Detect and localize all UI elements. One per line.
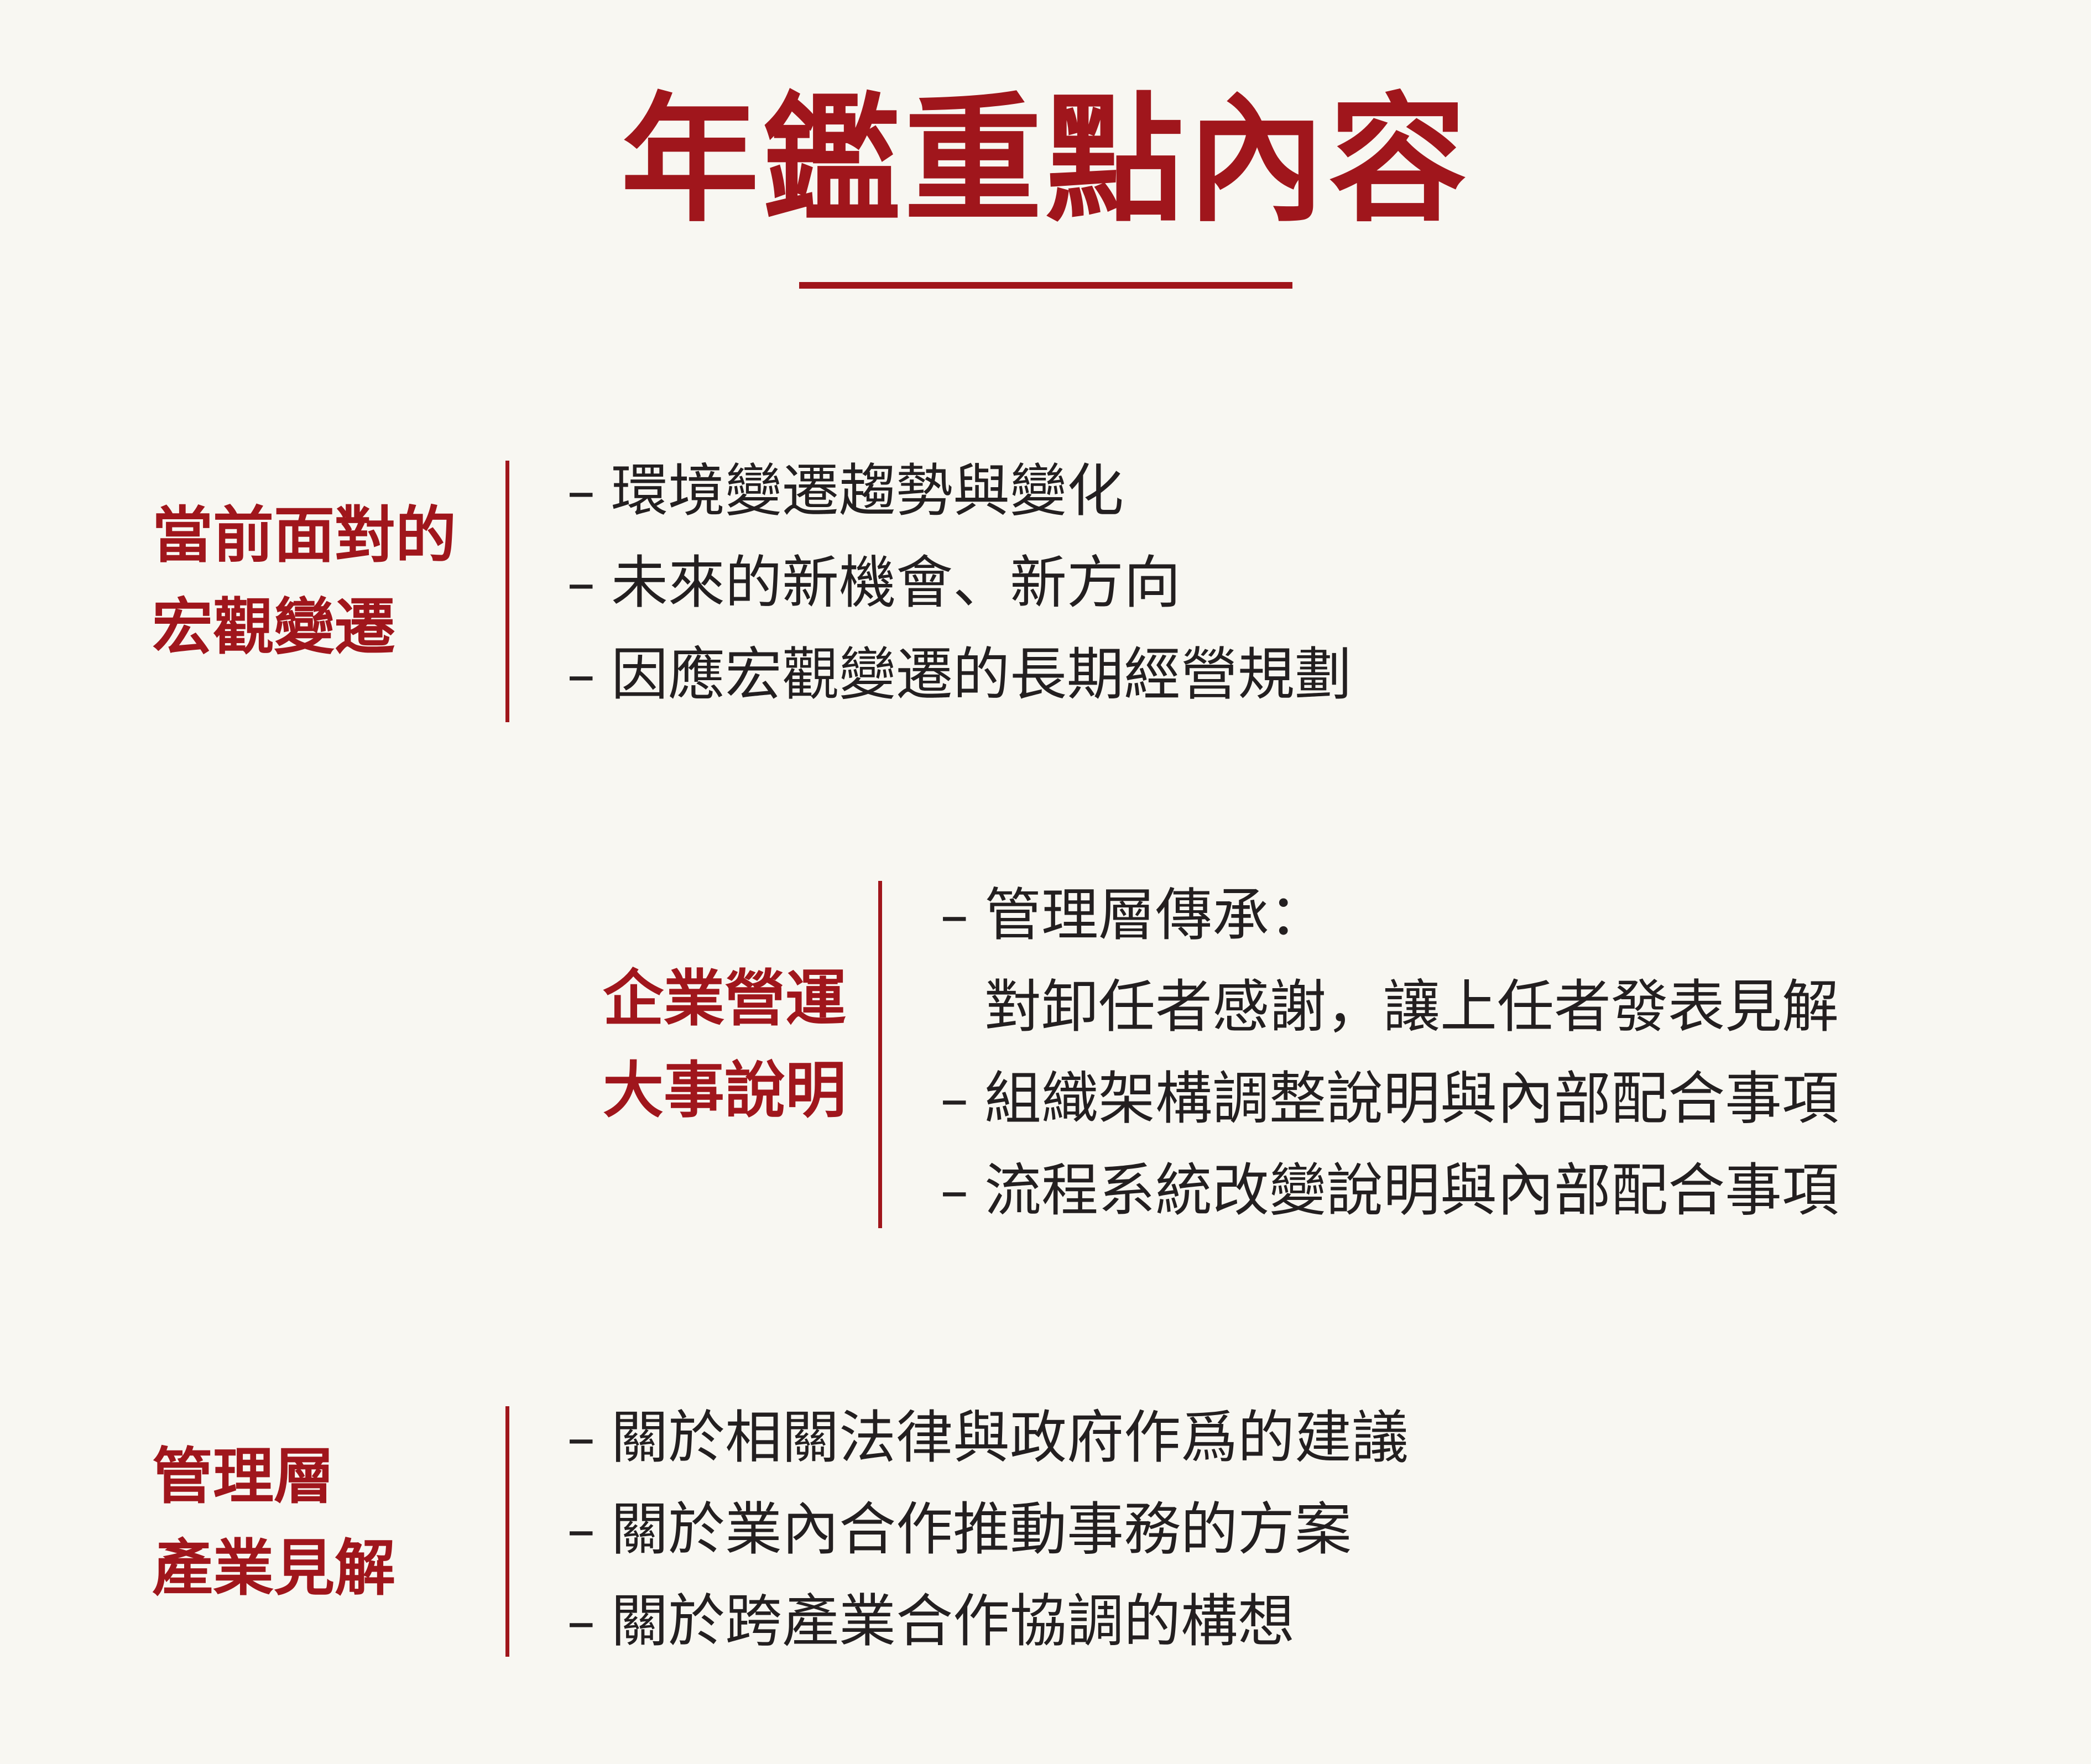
dash: – bbox=[940, 1157, 969, 1224]
section-1-heading-line-1: 當前面對的 bbox=[152, 500, 456, 571]
list-item-text: 因應宏觀變遷的長期經營規劃 bbox=[611, 641, 1352, 708]
dash: – bbox=[940, 882, 969, 948]
section-3-heading: 管理層 產業見解 bbox=[152, 1431, 395, 1614]
section-2-heading-line-1: 企業營運 bbox=[603, 963, 846, 1034]
list-item: –關於跨產業合作協調的構想 bbox=[567, 1575, 1409, 1667]
list-item: –流程系統改變說明與內部配合事項 bbox=[940, 1145, 1839, 1236]
list-item: –因應宏觀變遷的長期經營規劃 bbox=[567, 629, 1352, 721]
list-item-text: 組織架構調整說明與內部配合事項 bbox=[984, 1066, 1839, 1132]
list-item: –管理層傳承： bbox=[940, 869, 1839, 961]
dash: – bbox=[567, 1496, 596, 1563]
list-item-text: 對卸任者感謝，讓上任者發表見解 bbox=[984, 974, 1839, 1040]
list-item-text: 關於業內合作推動事務的方案 bbox=[611, 1496, 1352, 1563]
section-1-heading-line-2: 宏觀變遷 bbox=[152, 592, 395, 662]
list-item: –關於業內合作推動事務的方案 bbox=[567, 1484, 1409, 1575]
section-3-heading-line-2: 產業見解 bbox=[152, 1533, 395, 1604]
section-2-list: –管理層傳承： 對卸任者感謝，讓上任者發表見解 –組織架構調整說明與內部配合事項… bbox=[940, 869, 1839, 1236]
list-item-text: 流程系統改變說明與內部配合事項 bbox=[984, 1157, 1839, 1224]
list-item-text: 管理層傳承： bbox=[984, 882, 1326, 948]
section-3-list: –關於相關法律與政府作爲的建議 –關於業內合作推動事務的方案 –關於跨產業合作協… bbox=[567, 1392, 1409, 1667]
list-item-text: 關於相關法律與政府作爲的建議 bbox=[611, 1405, 1409, 1471]
dash: – bbox=[567, 1405, 596, 1471]
dash: – bbox=[940, 1066, 969, 1132]
dash: – bbox=[567, 641, 596, 708]
section-1-list: –環境變遷趨勢與變化 –未來的新機會、新方向 –因應宏觀變遷的長期經營規劃 bbox=[567, 445, 1352, 721]
dash: – bbox=[567, 1588, 596, 1655]
page-title: 年鑑重點內容 bbox=[620, 80, 1471, 241]
list-item: –環境變遷趨勢與變化 bbox=[567, 445, 1352, 537]
list-item: –組織架構調整說明與內部配合事項 bbox=[940, 1053, 1839, 1145]
list-item: –關於相關法律與政府作爲的建議 bbox=[567, 1392, 1409, 1484]
section-2-heading: 企業營運 大事說明 bbox=[581, 953, 846, 1136]
list-item-text: 關於跨產業合作協調的構想 bbox=[611, 1588, 1295, 1655]
section-1-heading: 當前面對的 宏觀變遷 bbox=[152, 489, 456, 673]
dash: – bbox=[567, 458, 596, 524]
section-3-heading-line-1: 管理層 bbox=[152, 1441, 335, 1512]
section-2-divider bbox=[878, 881, 882, 1228]
list-item-text: 未來的新機會、新方向 bbox=[611, 550, 1181, 616]
list-item: –未來的新機會、新方向 bbox=[567, 537, 1352, 629]
section-1-divider bbox=[505, 461, 509, 722]
dash: – bbox=[567, 550, 596, 616]
list-item-text: 環境變遷趨勢與變化 bbox=[611, 458, 1124, 524]
section-3-divider bbox=[505, 1406, 509, 1657]
title-underline bbox=[799, 282, 1292, 289]
section-2-heading-line-2: 大事說明 bbox=[603, 1055, 846, 1126]
list-item-continuation: 對卸任者感謝，讓上任者發表見解 bbox=[940, 961, 1839, 1053]
